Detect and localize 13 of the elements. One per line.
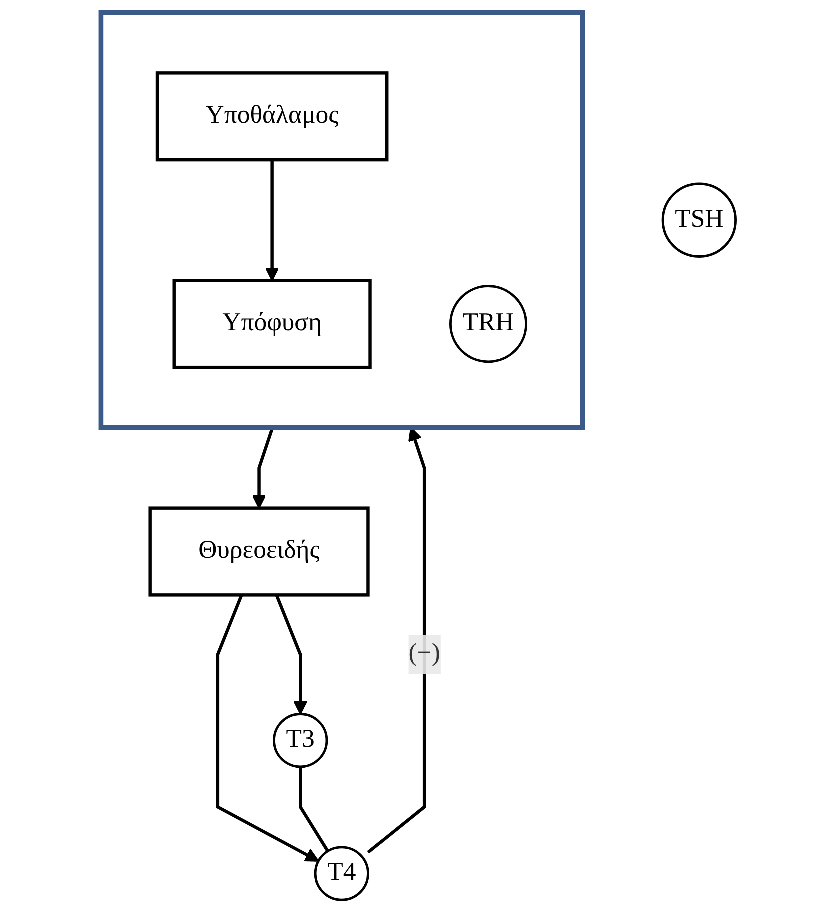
connector: [299, 766, 330, 852]
arrow: [265, 160, 280, 282]
node-circle: TRH: [449, 285, 528, 364]
node-circle: T3: [273, 713, 328, 768]
cluster: [98, 10, 586, 430]
node-circle: TSH: [662, 182, 737, 258]
node-box: Υπόφυση: [172, 279, 372, 370]
edge-label: (−): [408, 640, 440, 668]
node-box: Υποθάλαμος: [156, 72, 389, 162]
arrow: [216, 594, 320, 862]
arrow: [275, 594, 308, 715]
node-circle: T4: [314, 846, 370, 902]
node-box: Θυρεοειδής: [148, 506, 370, 597]
